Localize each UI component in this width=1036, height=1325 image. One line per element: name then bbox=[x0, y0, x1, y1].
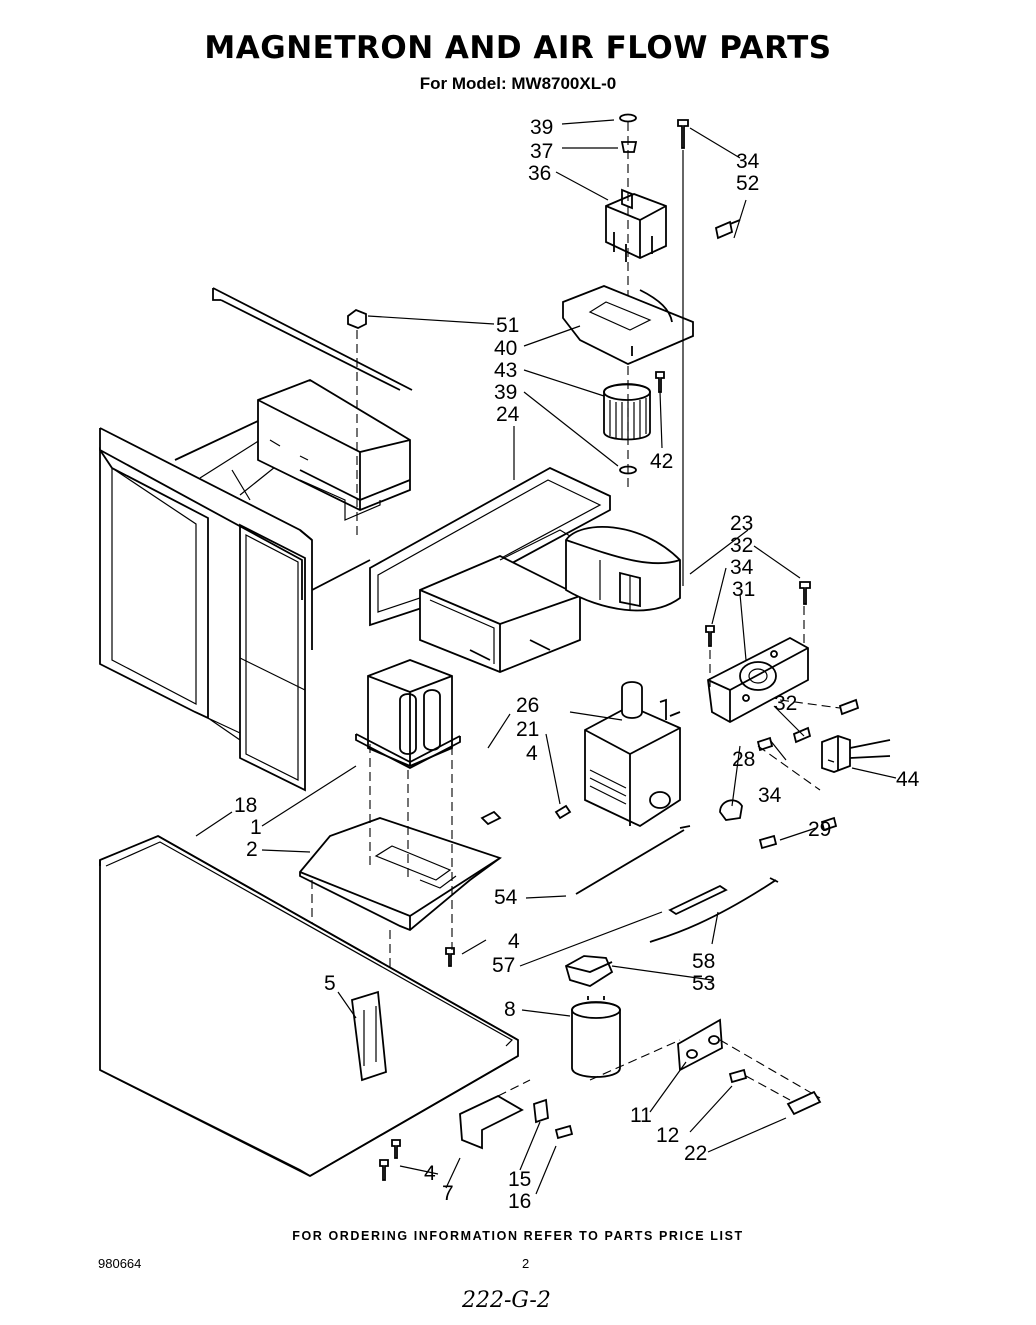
air-duct-assembly bbox=[369, 466, 681, 673]
callout-11: 11 bbox=[630, 1104, 652, 1127]
callout-39: 39 bbox=[530, 116, 553, 139]
callout-4: 4 bbox=[526, 742, 538, 765]
callout-15: 15 bbox=[508, 1168, 531, 1191]
callout-40: 40 bbox=[494, 337, 517, 360]
callout-28: 28 bbox=[732, 748, 755, 771]
document-number: 980664 bbox=[98, 1256, 142, 1271]
callout-43: 43 bbox=[494, 359, 517, 382]
handwritten-code: 222-G-2 bbox=[462, 1288, 551, 1313]
transformer-assembly bbox=[99, 659, 822, 1181]
callout-21: 21 bbox=[516, 718, 539, 741]
callout-4: 4 bbox=[508, 930, 520, 953]
callout-37: 37 bbox=[530, 140, 553, 163]
callout-32: 32 bbox=[730, 534, 753, 557]
callout-34: 34 bbox=[736, 150, 760, 173]
callout-42: 42 bbox=[650, 450, 673, 473]
callout-5: 5 bbox=[324, 972, 336, 995]
callout-39: 39 bbox=[494, 381, 517, 404]
callout-24: 24 bbox=[496, 403, 520, 426]
oven-cavity-drawing bbox=[99, 287, 413, 792]
callout-12: 12 bbox=[656, 1124, 679, 1147]
callout-1: 1 bbox=[250, 816, 262, 839]
callout-36: 36 bbox=[528, 162, 551, 185]
callout-29: 29 bbox=[808, 818, 831, 841]
callout-31: 31 bbox=[732, 578, 755, 601]
callout-57: 57 bbox=[492, 954, 515, 977]
callout-58: 58 bbox=[692, 950, 715, 973]
callout-52: 52 bbox=[736, 172, 759, 195]
callout-53: 53 bbox=[692, 972, 715, 995]
page-number: 2 bbox=[522, 1256, 530, 1271]
callout-44: 44 bbox=[896, 768, 920, 791]
callout-34: 34 bbox=[758, 784, 782, 807]
callout-4: 4 bbox=[424, 1162, 436, 1185]
page-title: MAGNETRON AND AIR FLOW PARTS bbox=[204, 30, 832, 66]
ordering-note: FOR ORDERING INFORMATION REFER TO PARTS … bbox=[292, 1229, 744, 1243]
callout-32: 32 bbox=[774, 692, 797, 715]
callout-23: 23 bbox=[730, 512, 753, 535]
callout-54: 54 bbox=[494, 886, 518, 909]
right-bracket-assembly bbox=[705, 581, 891, 832]
model-subtitle: For Model: MW8700XL-0 bbox=[419, 74, 617, 93]
callout-labels: 39 37 36 34 52 51 40 43 39 24 42 23 32 3… bbox=[234, 116, 920, 1213]
callout-7: 7 bbox=[442, 1182, 454, 1205]
leader-lines bbox=[195, 119, 897, 1195]
callout-26: 26 bbox=[516, 694, 539, 717]
callout-22: 22 bbox=[684, 1142, 707, 1165]
callout-51: 51 bbox=[496, 314, 519, 337]
magnetron-part bbox=[584, 681, 778, 850]
callout-18: 18 bbox=[234, 794, 257, 817]
callout-16: 16 bbox=[508, 1190, 531, 1213]
fan-motor-assembly bbox=[347, 113, 741, 586]
callout-2: 2 bbox=[246, 838, 258, 861]
callout-8: 8 bbox=[504, 998, 516, 1021]
callout-34: 34 bbox=[730, 556, 754, 579]
